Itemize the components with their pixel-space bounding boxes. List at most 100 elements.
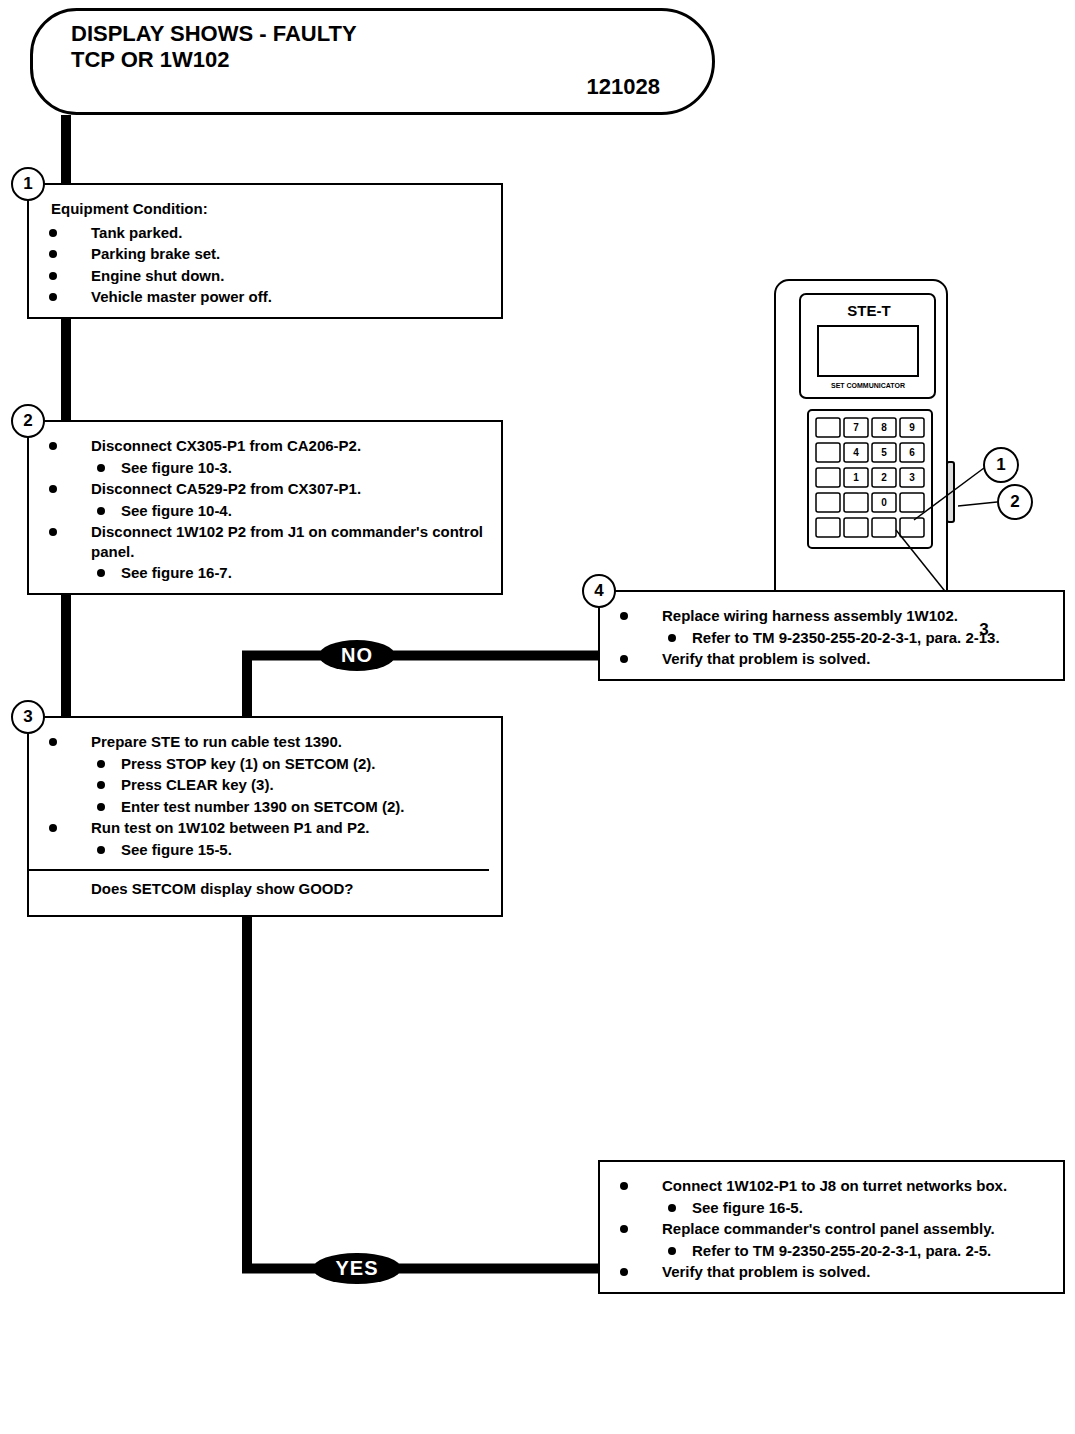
instruction-text: Disconnect CX305-P1 from CA206-P2. <box>91 436 489 456</box>
bullet-dot <box>668 634 676 642</box>
header-banner: DISPLAY SHOWS - FAULTY TCP OR 1W102 12102… <box>30 8 715 115</box>
text-row: See figure 16-7. <box>29 563 489 583</box>
keypad-key <box>816 468 840 487</box>
instruction-text: Vehicle master power off. <box>91 287 489 307</box>
key-label: 9 <box>900 418 924 437</box>
text-row: Run test on 1W102 between P1 and P2. <box>29 818 489 838</box>
branch-label: YES <box>313 1253 400 1284</box>
keypad-key <box>816 518 840 537</box>
procedure-code: 121028 <box>587 73 660 102</box>
instruction-text: Connect 1W102-P1 to J8 on turret network… <box>662 1176 1051 1196</box>
box-heading: Equipment Condition: <box>51 199 489 219</box>
text-row: Parking brake set. <box>29 244 489 264</box>
bullet-dot <box>97 846 105 854</box>
step-box: Replace wiring harness assembly 1W102.Re… <box>598 590 1065 681</box>
step-number: 1 <box>11 167 45 201</box>
header-title: DISPLAY SHOWS - FAULTY TCP OR 1W102 <box>71 21 371 74</box>
bullet-dot <box>49 738 57 746</box>
keypad-key <box>844 443 868 462</box>
bullet-dot <box>49 528 57 536</box>
instruction-text: Verify that problem is solved. <box>662 649 1051 669</box>
instruction-text: Parking brake set. <box>91 244 489 264</box>
leader-line <box>958 502 997 506</box>
keypad-key <box>816 493 840 512</box>
callout-number: 1 <box>989 454 1013 476</box>
text-row: Vehicle master power off. <box>29 287 489 307</box>
instruction-text: Tank parked. <box>91 223 489 243</box>
instruction-text: See figure 10-3. <box>121 458 489 478</box>
display-window <box>818 326 918 376</box>
display-frame <box>800 294 935 398</box>
callout-circle <box>984 448 1018 482</box>
bullet-dot <box>620 1225 628 1233</box>
step-box: Prepare STE to run cable test 1390.Press… <box>27 716 503 917</box>
instruction-text: See figure 15-5. <box>121 840 489 860</box>
step-number: 2 <box>11 404 45 438</box>
bullet-dot <box>49 250 57 258</box>
step-number: 3 <box>11 700 45 734</box>
key-label: 2 <box>872 468 896 487</box>
instruction-text: See figure 10-4. <box>121 501 489 521</box>
branch-label: NO <box>319 640 395 671</box>
bullet-dot <box>97 569 105 577</box>
text-row: Connect 1W102-P1 to J8 on turret network… <box>600 1176 1051 1196</box>
bullet-dot <box>97 464 105 472</box>
flow-connector <box>61 115 71 183</box>
instruction-text: Press CLEAR key (3). <box>121 775 489 795</box>
instruction-text: See figure 16-5. <box>692 1198 1051 1218</box>
text-row: Prepare STE to run cable test 1390. <box>29 732 489 752</box>
instruction-text: Engine shut down. <box>91 266 489 286</box>
bullet-dot <box>97 507 105 515</box>
callout-number: 3 <box>972 619 996 641</box>
step-number: 4 <box>582 574 616 608</box>
instruction-text: Refer to TM 9-2350-255-20-2-3-1, para. 2… <box>692 1241 1051 1261</box>
bullet-dot <box>49 229 57 237</box>
keypad-key <box>872 418 896 437</box>
bullet-dot <box>49 272 57 280</box>
keypad-key <box>844 418 868 437</box>
text-row: Disconnect CA529-P2 from CX307-P1. <box>29 479 489 499</box>
bullet-dot <box>49 485 57 493</box>
keypad-key <box>900 493 924 512</box>
instruction-text: Refer to TM 9-2350-255-20-2-3-1, para. 2… <box>692 628 1051 648</box>
instruction-text: Prepare STE to run cable test 1390. <box>91 732 489 752</box>
callout-number: 2 <box>1003 491 1027 513</box>
instruction-text: Verify that problem is solved. <box>662 1262 1051 1282</box>
bullet-dot <box>97 803 105 811</box>
instruction-text: Disconnect 1W102 P2 from J1 on commander… <box>91 522 489 561</box>
condition-box: Equipment Condition: Tank parked.Parking … <box>27 183 503 319</box>
keypad-key <box>872 518 896 537</box>
instruction-text: Replace commander's control panel assemb… <box>662 1219 1051 1239</box>
flow-connector <box>61 595 71 717</box>
instruction-text: Replace wiring harness assembly 1W102. <box>662 606 1051 626</box>
keypad-key <box>844 518 868 537</box>
keypad-key <box>872 443 896 462</box>
bullet-dot <box>668 1204 676 1212</box>
text-row: See figure 10-3. <box>29 458 489 478</box>
text-row: Disconnect 1W102 P2 from J1 on commander… <box>29 522 489 561</box>
text-row: Refer to TM 9-2350-255-20-2-3-1, para. 2… <box>600 1241 1051 1261</box>
instruction-text: Press STOP key (1) on SETCOM (2). <box>121 754 489 774</box>
bullet-dot <box>668 1247 676 1255</box>
bullet-dot <box>97 781 105 789</box>
keypad-key <box>900 518 924 537</box>
text-row: See figure 16-5. <box>600 1198 1051 1218</box>
instruction-text: See figure 16-7. <box>121 563 489 583</box>
text-row: Does SETCOM display show GOOD? <box>29 869 489 905</box>
keypad-key <box>872 493 896 512</box>
keypad-key <box>900 418 924 437</box>
keypad-key <box>816 443 840 462</box>
bullet-dot <box>49 293 57 301</box>
device-name: STE-T <box>832 300 906 320</box>
text-row: Enter test number 1390 on SETCOM (2). <box>29 797 489 817</box>
text-row: Tank parked. <box>29 223 489 243</box>
key-label: 0 <box>872 493 896 512</box>
text-row: Press STOP key (1) on SETCOM (2). <box>29 754 489 774</box>
key-label: 5 <box>872 443 896 462</box>
key-label: 3 <box>900 468 924 487</box>
bullet-dot <box>620 612 628 620</box>
keypad-frame <box>808 410 932 548</box>
step-box: Disconnect CX305-P1 from CA206-P2.See fi… <box>27 420 503 595</box>
keypad-key <box>844 468 868 487</box>
text-row: See figure 15-5. <box>29 840 489 860</box>
